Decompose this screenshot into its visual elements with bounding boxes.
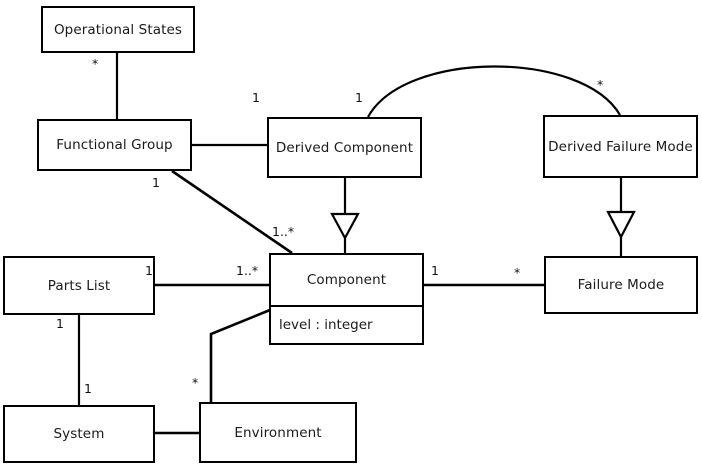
multiplicity-funcgroup-derivedcomp: 1 <box>252 90 260 105</box>
uml-class-parts-list[interactable]: Parts List <box>3 256 155 315</box>
assoc-component-environment <box>209 308 271 402</box>
class-name-component: Component <box>306 272 387 288</box>
uml-class-functional-group[interactable]: Functional Group <box>37 119 192 171</box>
multiplicity-derivedcomp-curve: 1 <box>355 90 363 105</box>
assoc-funcgroup-component <box>171 169 293 255</box>
multiplicity-component-funcgroup: 1..* <box>272 224 295 239</box>
class-name-system: System <box>53 426 105 442</box>
class-name-parts-list: Parts List <box>47 277 111 294</box>
multiplicity-partslist-system: 1 <box>56 316 64 331</box>
multiplicity-partslist-component: 1 <box>145 263 153 278</box>
uml-class-operational-states[interactable]: Operational States <box>41 6 195 53</box>
uml-class-component[interactable]: Component level : integer <box>269 253 424 345</box>
class-attribute-level: level : integer <box>279 316 373 333</box>
class-name-functional-group: Functional Group <box>56 137 173 153</box>
multiplicity-environment-component: * <box>192 375 199 390</box>
multiplicity-opstates-funcgroup: * <box>92 56 99 71</box>
gen-derivedfm-failuremode-triangle-icon <box>606 210 636 240</box>
multiplicity-component-failuremode: 1 <box>431 263 439 278</box>
multiplicity-component-partslist: 1..* <box>236 263 259 278</box>
uml-class-system[interactable]: System <box>3 405 155 463</box>
class-name-failure-mode: Failure Mode <box>577 277 665 293</box>
uml-class-environment[interactable]: Environment <box>199 402 357 463</box>
multiplicity-failuremode-component: * <box>514 265 521 280</box>
multiplicity-funcgroup-component: 1 <box>152 175 160 190</box>
uml-class-derived-failure-mode[interactable]: Derived Failure Mode <box>543 115 698 178</box>
class-attributes-component: level : integer <box>271 305 422 343</box>
class-name-environment: Environment <box>234 424 322 441</box>
assoc-derivedcomp-derivedfm <box>367 65 621 118</box>
gen-derivedcomp-component-triangle-icon <box>330 212 360 241</box>
uml-class-failure-mode[interactable]: Failure Mode <box>544 256 698 314</box>
class-name-derived-component: Derived Component <box>275 139 414 156</box>
class-name-operational-states: Operational States <box>53 21 183 38</box>
multiplicity-derivedfm-curve: * <box>597 77 604 92</box>
multiplicity-system-partslist: 1 <box>84 381 92 396</box>
class-name-derived-failure-mode: Derived Failure Mode <box>548 138 693 155</box>
uml-class-derived-component[interactable]: Derived Component <box>267 117 422 178</box>
